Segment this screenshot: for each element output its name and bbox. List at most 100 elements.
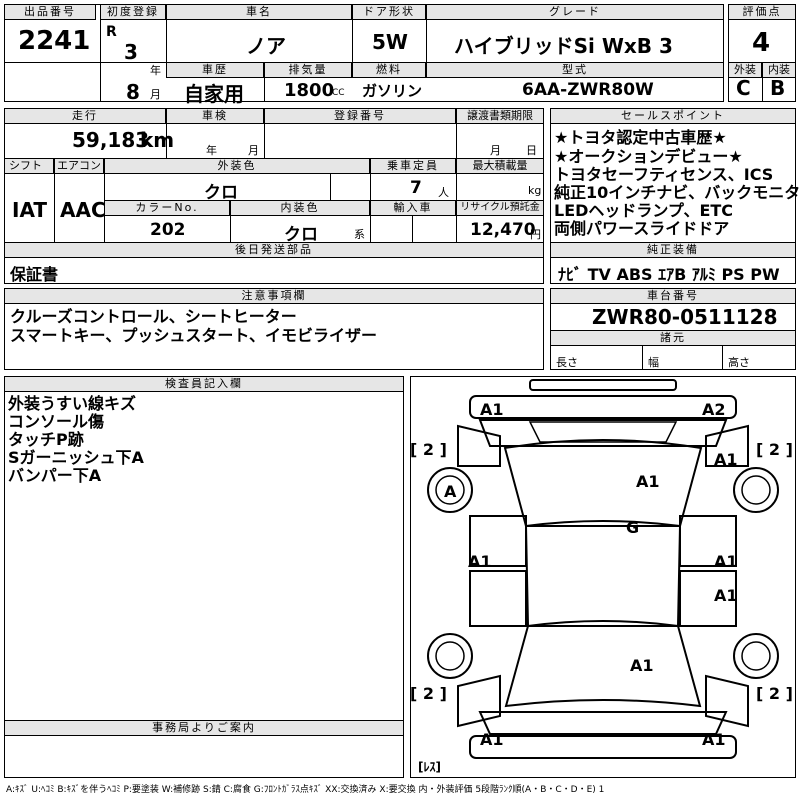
inspection-month-unit: 月 (248, 144, 259, 157)
model: 6AA-ZWR80W (522, 80, 654, 100)
capacity-label: 乗車定員 (370, 158, 456, 174)
mark-front-left: A1 (480, 400, 504, 419)
displacement-unit: CC (332, 88, 345, 98)
tire-lr-depth: [ 2 ] (410, 684, 447, 703)
car-diagram (427, 379, 779, 759)
max-load-unit: kg (528, 184, 542, 197)
height-label: 高さ (728, 356, 750, 369)
notes-label: 注意事項欄 (4, 288, 544, 304)
reg-month: 8 (126, 80, 140, 104)
score: 4 (752, 28, 771, 58)
chassis-number: ZWR80-0511128 (592, 305, 778, 329)
transfer-day-unit: 日 (526, 144, 537, 157)
int-color-unit: 系 (354, 228, 365, 241)
year-unit: 年 (150, 64, 161, 77)
capacity-unit: 人 (438, 186, 449, 199)
exterior-grade: C (736, 76, 751, 100)
legend-text: A:ｷｽﾞ U:ﾍｺﾐ B:ｷｽﾞを伴うﾍｺﾐ P:要塗装 W:補修跡 S:錆 … (6, 785, 605, 795)
displacement: 1800 (284, 80, 335, 101)
mark-rear-right: A1 (702, 730, 726, 749)
first-reg-label: 初度登録 (100, 4, 166, 20)
ext-color-label: 外装色 (104, 158, 370, 174)
inspector-block (4, 376, 404, 778)
reg-no-label: 登録番号 (264, 108, 456, 124)
selling-point-5: LEDヘッドランプ、ETC (554, 201, 734, 220)
selling-point-1: ★トヨタ認定中古車歴★ (554, 128, 727, 147)
color-no-label: カラーNo. (104, 200, 230, 216)
chassis-label: 車台番号 (550, 288, 796, 304)
grade-label: グレード (426, 4, 724, 20)
mark-wheel-lf: A (444, 482, 457, 501)
width-label: 幅 (648, 356, 659, 369)
mark-door-rf: A1 (714, 552, 738, 571)
shift: IAT (12, 198, 48, 222)
transfer-month-unit: 月 (490, 144, 501, 157)
equipment-label: 純正装備 (550, 242, 796, 258)
exterior-label: 外装 (728, 62, 762, 78)
selling-point-3: トヨタセーフティセンス、ICS (554, 165, 774, 184)
shift-label: シフト (4, 158, 54, 174)
reg-year: 3 (124, 40, 138, 64)
model-label: 型式 (426, 62, 724, 78)
mark-door-lf: A1 (468, 552, 492, 571)
selling-point-2: ★オークションデビュー★ (554, 147, 743, 166)
mark-rear-left: A1 (480, 730, 504, 749)
transfer-label: 譲渡書類期限 (456, 108, 544, 124)
fuel-label: 燃料 (352, 62, 426, 78)
grade: ハイブリッドSi WxB 3 (454, 34, 673, 58)
import-label: 輸入車 (370, 200, 456, 216)
mileage-unit: km (140, 128, 175, 152)
inspector-line-1: 外装うすい線キズ (8, 394, 137, 413)
spare-tire: [ﾚｽ] (418, 760, 441, 774)
later-items: 保証書 (10, 265, 59, 284)
inspector-line-5: バンパー下A (8, 466, 102, 485)
inspector-line-3: タッチP跡 (8, 430, 84, 449)
mark-roof: G (626, 518, 640, 537)
lot-no: 2241 (18, 26, 91, 56)
tire-rf-depth: [ 2 ] (756, 440, 793, 459)
inspection-label: 車検 (166, 108, 264, 124)
interior-label: 内装 (762, 62, 796, 78)
recycle: 12,470 (470, 220, 536, 240)
lot-no-label: 出品番号 (4, 4, 96, 20)
header-block (4, 4, 724, 102)
history-label: 車歴 (166, 62, 264, 78)
tire-rr-depth: [ 2 ] (756, 684, 793, 703)
inspector-label: 検査員記入欄 (4, 376, 404, 392)
door: 5W (372, 30, 408, 54)
era: R (106, 24, 117, 40)
ac: AAC (60, 198, 106, 222)
tire-lf-depth: [ 2 ] (410, 440, 447, 459)
interior-grade: B (770, 76, 786, 100)
recycle-unit: 円 (530, 228, 541, 241)
recycle-label: リサイクル預託金 (456, 200, 544, 216)
month-unit: 月 (150, 88, 161, 101)
equipment-items: ﾅﾋﾞ TV ABS ｴｱB ｱﾙﾐ PS PW (558, 265, 780, 284)
selling-points-label: セールスポイント (550, 108, 796, 124)
car-name-label: 車名 (166, 4, 352, 20)
length-label: 長さ (556, 356, 578, 369)
selling-point-6: 両側パワースライドドア (554, 219, 730, 238)
displacement-label: 排気量 (264, 62, 352, 78)
mark-trunk: A1 (630, 656, 654, 675)
mark-hood: A1 (636, 472, 660, 491)
inspection-year-unit: 年 (206, 144, 217, 157)
later-items-label: 後日発送部品 (4, 242, 544, 258)
selling-point-4: 純正10インチナビ、バックモニタ (554, 183, 800, 202)
score-label: 評価点 (728, 4, 796, 20)
ac-label: エアコン (54, 158, 104, 174)
int-color-label: 内装色 (230, 200, 370, 216)
capacity: 7 (410, 178, 422, 198)
mileage-label: 走行 (4, 108, 166, 124)
history: 自家用 (184, 82, 244, 106)
int-color: クロ (284, 225, 318, 245)
mileage: 59,183 (72, 128, 150, 152)
door-label: ドア形状 (352, 4, 426, 20)
max-load-label: 最大積載量 (456, 158, 544, 174)
mark-fender-lf: A1 (714, 450, 738, 469)
office-label: 事務局よりご案内 (4, 720, 404, 736)
color-no: 202 (150, 220, 186, 240)
inspector-line-4: Sガーニッシュ下A (8, 448, 144, 467)
mark-front-right: A2 (702, 400, 726, 419)
fuel: ガソリン (362, 82, 423, 100)
